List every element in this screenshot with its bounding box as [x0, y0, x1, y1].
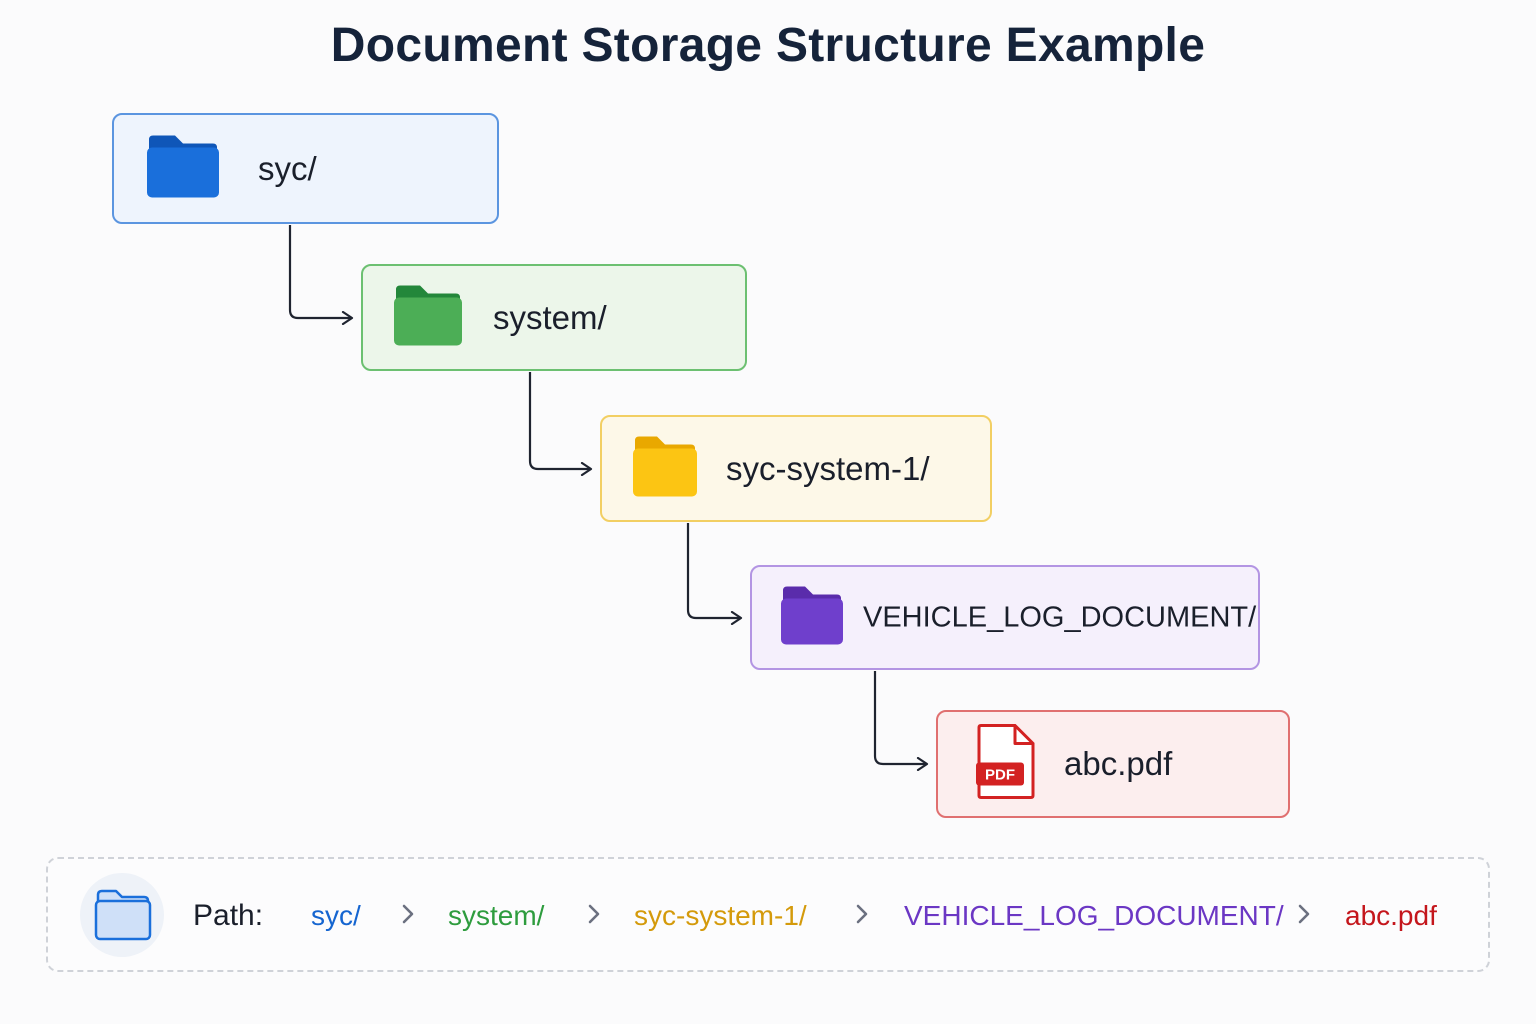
folder-icon	[145, 133, 221, 204]
pdf-badge: PDF	[985, 767, 1015, 784]
chevron-right-icon	[854, 899, 870, 934]
node-label: VEHICLE_LOG_DOCUMENT/	[863, 601, 1257, 633]
connector-syc-system	[288, 225, 352, 318]
node-label: abc.pdf	[1064, 745, 1173, 782]
breadcrumb-segment-syc[interactable]: syc/	[311, 900, 361, 931]
folder-node-system[interactable]: system/	[361, 264, 747, 371]
pdf-file-icon: PDF	[975, 724, 1037, 805]
connector-syc1-vehicle	[686, 523, 741, 618]
folder-icon	[631, 434, 699, 503]
node-label: syc-system-1/	[726, 449, 930, 487]
page-title: Document Storage Structure Example	[330, 19, 1206, 72]
connector-system-syc1	[528, 372, 591, 469]
breadcrumb-segment-system[interactable]: system/	[448, 900, 545, 931]
node-label: system/	[493, 298, 607, 336]
breadcrumb-segment-syc-system-1[interactable]: syc-system-1/	[634, 900, 807, 931]
folder-node-syc-system-1[interactable]: syc-system-1/	[600, 415, 992, 522]
folder-icon	[779, 584, 845, 651]
folder-node-vehicle-log-document[interactable]: VEHICLE_LOG_DOCUMENT/	[750, 565, 1260, 670]
node-label: syc/	[258, 149, 317, 187]
chevron-right-icon	[400, 899, 416, 934]
path-label: Path:	[193, 899, 264, 932]
folder-node-syc[interactable]: syc/	[112, 113, 499, 224]
folder-icon	[392, 283, 464, 352]
file-node-abc-pdf[interactable]: PDF abc.pdf	[936, 710, 1290, 818]
chevron-right-icon	[1296, 899, 1312, 934]
chevron-right-icon	[586, 899, 602, 934]
path-bar: Path: syc/ system/ syc-system-1/ VEHICLE…	[46, 857, 1490, 972]
breadcrumb-segment-abc-pdf[interactable]: abc.pdf	[1345, 900, 1437, 931]
connector-vehicle-pdf	[873, 671, 927, 764]
path-icon-circle	[80, 873, 164, 957]
breadcrumb-segment-vehicle-log-document[interactable]: VEHICLE_LOG_DOCUMENT/	[904, 900, 1284, 931]
